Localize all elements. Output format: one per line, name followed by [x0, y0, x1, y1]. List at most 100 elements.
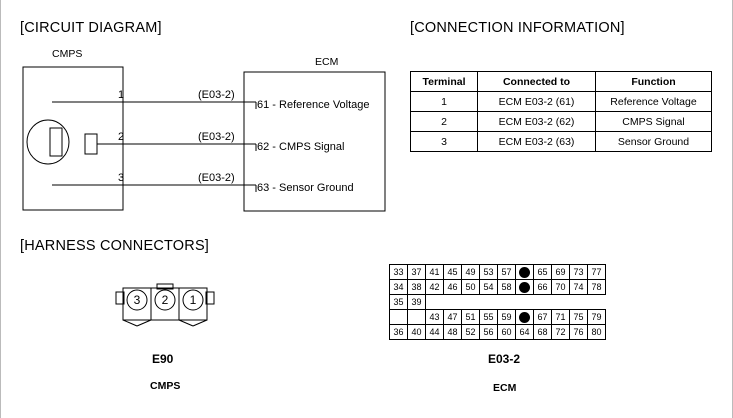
e03-2-connector-id: E03-2: [488, 352, 521, 366]
pin-cell-empty: [551, 294, 570, 310]
wire-3-connector: (E03-2): [198, 172, 235, 184]
e90-pin-label: 3: [134, 293, 141, 307]
e90-right-tab: [205, 291, 215, 305]
pin-cell: 42: [425, 279, 444, 295]
e90-base-line: [192, 319, 208, 327]
pin-cell: 50: [461, 279, 480, 295]
e90-pin-2: [154, 289, 176, 311]
pin-cell: 73: [569, 264, 588, 280]
pin-cell: 67: [533, 309, 552, 325]
pin-cell: 49: [461, 264, 480, 280]
pin-cell: 54: [479, 279, 498, 295]
pin-cell: 76: [569, 324, 588, 340]
e90-pin-3: [126, 289, 148, 311]
e90-pin-label: 2: [162, 293, 169, 307]
table-row: 1 ECM E03-2 (61) Reference Voltage: [410, 91, 712, 112]
wire-1-ecm-terminal: 61 - Reference Voltage: [257, 99, 370, 111]
pin-cell: 71: [551, 309, 570, 325]
pin-cell: 38: [407, 279, 426, 295]
pin-cell: 41: [425, 264, 444, 280]
circuit-diagram-title: [CIRCUIT DIAGRAM]: [20, 20, 162, 36]
cmps-box: [22, 66, 124, 211]
table-row: 3 ECM E03-2 (63) Sensor Ground: [410, 131, 712, 152]
e90-base-line: [136, 319, 152, 327]
e90-connector-id: E90: [152, 352, 174, 366]
table-header-row: Terminal Connected to Function: [410, 71, 712, 92]
pin-cell: 34: [389, 279, 408, 295]
connection-information-title: [CONNECTION INFORMATION]: [410, 20, 625, 36]
ecm-label: ECM: [315, 56, 338, 68]
pin-cell: 69: [551, 264, 570, 280]
cmps-sensor-element: [49, 127, 63, 157]
cell-connected-to: ECM E03-2 (62): [477, 111, 596, 132]
pin-cell-empty: [479, 294, 498, 310]
pin-cell: 55: [479, 309, 498, 325]
ecm-box: [243, 71, 386, 212]
filled-pin-dot: [519, 281, 530, 293]
pin-cell-empty: [389, 309, 408, 325]
table-row: 2 ECM E03-2 (62) CMPS Signal: [410, 111, 712, 132]
header-function: Function: [595, 71, 712, 92]
wire-1-pin: 1: [118, 89, 124, 101]
pin-cell: 74: [569, 279, 588, 295]
pin-cell: 37: [407, 264, 426, 280]
pin-cell-empty: [515, 294, 534, 310]
pin-cell-empty: [425, 294, 444, 310]
cell-terminal: 2: [410, 111, 478, 132]
cell-function: Sensor Ground: [595, 131, 712, 152]
filled-pin-dot: [519, 311, 530, 323]
e90-connector-name: CMPS: [150, 380, 181, 392]
e90-left-tab: [115, 291, 125, 305]
circuit-diagram: CMPS ECM 1 (E03-2) 61 - Reference Voltag…: [22, 48, 386, 212]
pin-cell: 68: [533, 324, 552, 340]
pin-cell: 65: [533, 264, 552, 280]
harness-connectors-title: [HARNESS CONNECTORS]: [20, 238, 210, 254]
cell-function: Reference Voltage: [595, 91, 712, 112]
wire-2-connector: (E03-2): [198, 131, 235, 143]
e90-base-line: [122, 319, 138, 327]
pin-cell: 52: [461, 324, 480, 340]
cmps-signal-element: [84, 133, 98, 155]
e90-connector: 3 2 1: [115, 283, 215, 327]
pin-cell: 70: [551, 279, 570, 295]
pin-cell-filled: [515, 264, 534, 280]
pin-cell: 53: [479, 264, 498, 280]
wire-2-pin: 2: [118, 131, 124, 143]
pin-cell: 45: [443, 264, 462, 280]
e90-pin-label: 1: [190, 293, 197, 307]
pin-cell: 58: [497, 279, 516, 295]
pin-cell: 80: [587, 324, 606, 340]
pin-cell: 64: [515, 324, 534, 340]
pin-cell: 79: [587, 309, 606, 325]
left-edge-line: [0, 0, 1, 418]
wire-1-connector: (E03-2): [198, 89, 235, 101]
header-terminal: Terminal: [410, 71, 478, 92]
pin-cell: 59: [497, 309, 516, 325]
wire-2-ecm-terminal: 62 - CMPS Signal: [257, 141, 344, 153]
filled-pin-dot: [519, 266, 530, 278]
pin-cell: 75: [569, 309, 588, 325]
pin-cell: 36: [389, 324, 408, 340]
pin-cell-empty: [461, 294, 480, 310]
e03-2-connector-name: ECM: [493, 382, 517, 394]
e90-pin-1: [182, 289, 204, 311]
pin-cell: 77: [587, 264, 606, 280]
pin-cell: 57: [497, 264, 516, 280]
cmps-sensor-circle: [26, 119, 70, 165]
pin-cell: 51: [461, 309, 480, 325]
cell-function: CMPS Signal: [595, 111, 712, 132]
pin-cell-filled: [515, 279, 534, 295]
wire-3-pin: 3: [118, 172, 124, 184]
pin-cell-empty: [533, 294, 552, 310]
header-connected-to: Connected to: [477, 71, 596, 92]
pin-cell: 47: [443, 309, 462, 325]
pin-cell-empty: [587, 294, 606, 310]
pin-cell-filled: [515, 309, 534, 325]
e90-base-line: [178, 319, 194, 327]
pin-cell: 78: [587, 279, 606, 295]
pin-cell-empty: [497, 294, 516, 310]
